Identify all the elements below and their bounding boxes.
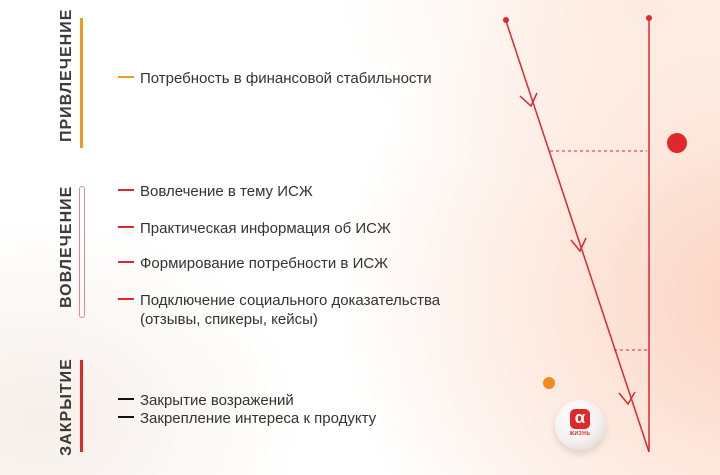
chevron-down-icon: [519, 92, 538, 108]
orange-dash-marker: [118, 76, 134, 79]
list-item-continuation: (отзывы, спикеры, кейсы): [140, 311, 318, 328]
alfa-life-logo: α ЖИЗНЬ: [555, 400, 605, 450]
section-bar-attraction: [80, 18, 83, 148]
red-dash-marker: [118, 226, 134, 229]
list-item: Практическая информация об ИСЖ: [118, 219, 391, 238]
vertical-line-start-dot: [646, 15, 652, 21]
list-item: Формирование потребности в ИСЖ: [118, 254, 388, 273]
red-dash-marker: [118, 261, 134, 264]
chevron-down-icon: [570, 237, 587, 253]
logo-caption: ЖИЗНЬ: [569, 431, 591, 437]
section-bar-engagement: [79, 186, 85, 318]
list-item: Вовлечение в тему ИСЖ: [118, 182, 313, 201]
list-item: Подключение социального доказательства: [118, 291, 440, 310]
orange-decor-dot: [543, 377, 555, 389]
black-dash-marker: [118, 416, 134, 419]
list-item: Закрепление интереса к продукту: [118, 409, 376, 428]
red-dash-marker: [118, 189, 134, 192]
black-dash-marker: [118, 398, 134, 401]
red-dash-marker: [118, 298, 134, 301]
diagonal-path-line: [505, 20, 650, 453]
list-item: Потребность в финансовой стабильности: [118, 69, 432, 88]
diagonal-line-start-dot: [503, 17, 509, 23]
logo-alpha-icon: α: [570, 409, 590, 429]
list-item: Закрытие возражений: [118, 391, 294, 410]
red-decor-dot: [667, 133, 687, 153]
chevron-down-icon: [618, 391, 636, 406]
section-bar-closing: [80, 360, 83, 452]
